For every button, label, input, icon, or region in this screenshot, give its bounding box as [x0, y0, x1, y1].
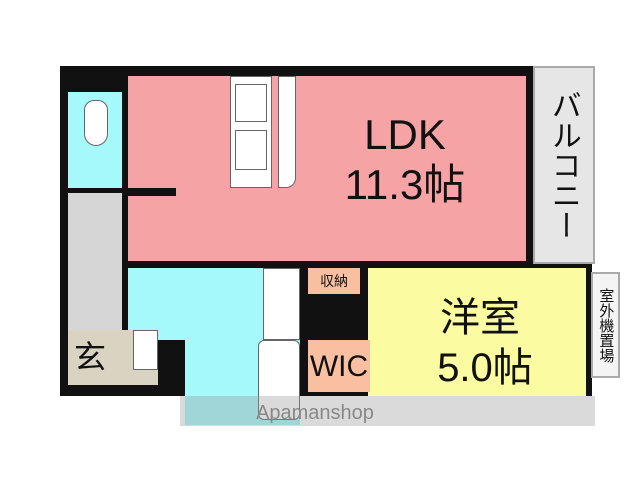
wic-room — [308, 340, 370, 392]
washbasin-icon — [263, 268, 300, 340]
bathtub-icon — [258, 340, 300, 420]
western-name: 洋室 — [440, 296, 520, 340]
wic-label: WIC — [309, 350, 369, 384]
balcony-label: バルコニー — [546, 90, 580, 240]
washroom — [128, 268, 265, 340]
watermark: Apamanshop — [256, 401, 374, 424]
partition-wall — [122, 188, 176, 196]
hallway — [68, 193, 122, 330]
stove-icon — [235, 84, 267, 122]
watermark-band — [180, 396, 595, 426]
ldk-name: LDK — [364, 110, 446, 158]
storage — [308, 268, 360, 294]
toilet-bowl-icon — [84, 100, 108, 146]
ldk-size: 11.3帖 — [344, 160, 466, 208]
western-size: 5.0帖 — [437, 346, 533, 390]
entrance-label: 玄 — [73, 339, 106, 376]
western-room — [368, 268, 586, 396]
storage-label: 収納 — [320, 272, 348, 289]
outdoor-unit-label: 室外機置場 — [597, 287, 615, 363]
ldk-room — [128, 76, 526, 261]
shoe-cabinet — [133, 330, 158, 370]
balcony — [533, 66, 595, 264]
sink-icon — [235, 130, 267, 170]
kitchen-bar — [278, 76, 296, 188]
outdoor-unit-space — [591, 272, 620, 378]
